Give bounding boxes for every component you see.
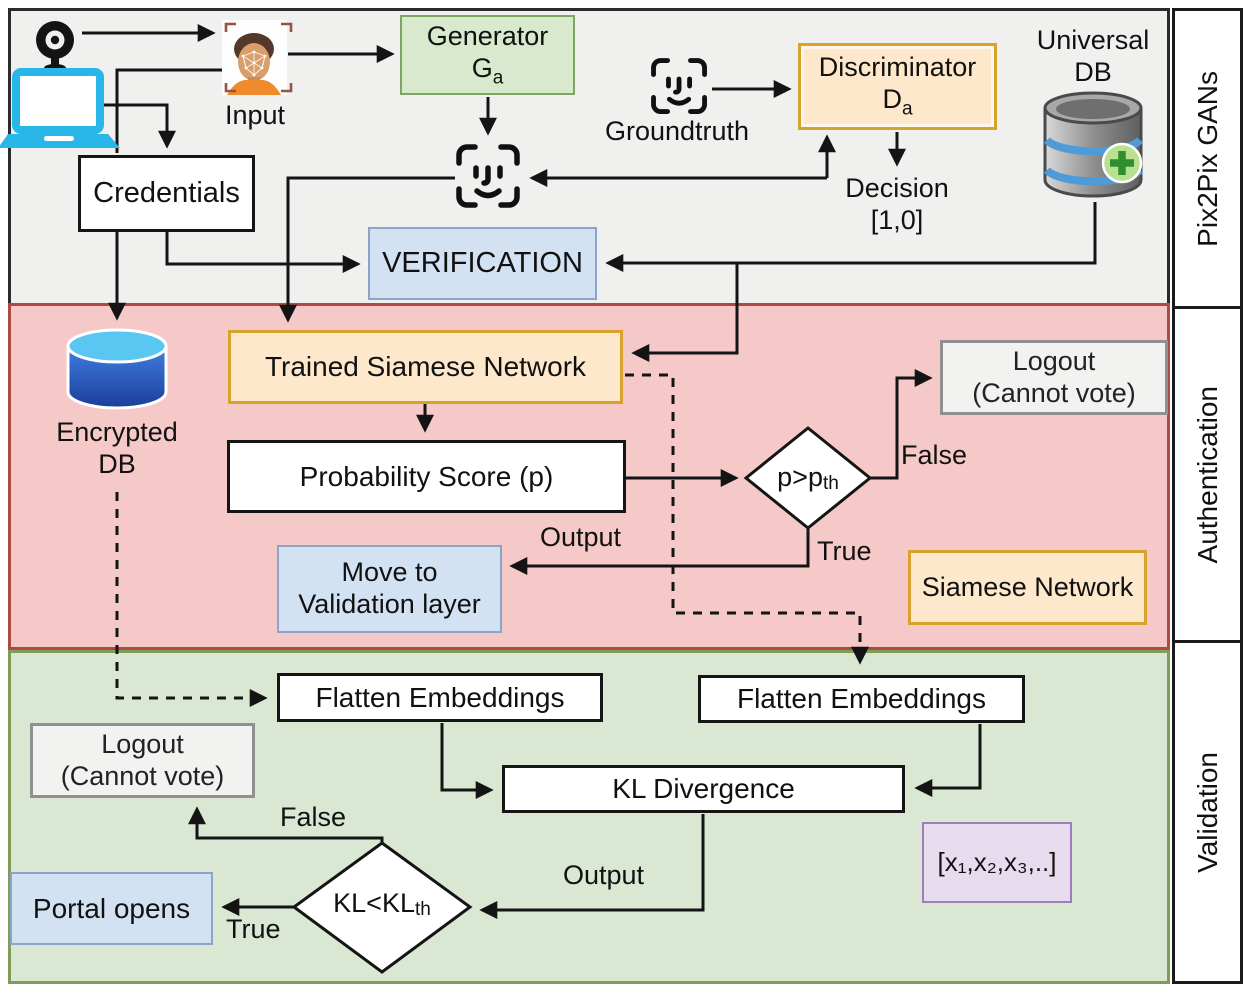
- input-face-image: [222, 20, 293, 95]
- validation-logout-node: Logout(Cannot vote): [30, 723, 255, 798]
- validation-output-label: Output: [563, 860, 645, 890]
- wire-p-diamond-true-to-mtv: [509, 528, 810, 575]
- wire-kl-diamond-false-to-logout: [188, 806, 384, 843]
- legend-validation: Validation: [1172, 640, 1243, 984]
- wire-encrypteddb-dashed-to-fe-left: [115, 492, 268, 707]
- discriminator-node: Discriminator Da: [798, 43, 997, 130]
- embedding-vector-node: [x₁,x₂,x₃,..]: [922, 822, 1072, 903]
- flatten-embeddings-left-node: Flatten Embeddings: [277, 673, 603, 722]
- verification-node: VERIFICATION: [368, 227, 597, 300]
- kl-divergence-node: KL Divergence: [502, 765, 905, 813]
- generator-title: Generator: [426, 20, 549, 51]
- trained-siamese-network-node: Trained Siamese Network: [228, 330, 623, 404]
- discriminator-symbol: Da: [882, 84, 913, 120]
- generator-symbol: Ga: [471, 52, 504, 88]
- groundtruth-label: Groundtruth: [604, 116, 750, 146]
- add-plus-icon: [1101, 142, 1143, 184]
- legend-authentication: Authentication: [1172, 306, 1243, 643]
- auth-true-label: True: [817, 536, 872, 566]
- kl-threshold-diamond: [291, 841, 473, 974]
- validation-true-label: True: [226, 914, 281, 944]
- laptop-icon: [0, 68, 120, 148]
- wire-universaldb-to-verification: [605, 202, 1097, 272]
- validation-false-label: False: [280, 802, 347, 832]
- siamese-network-tag: Siamese Network: [908, 550, 1147, 625]
- flatten-embeddings-right-node: Flatten Embeddings: [698, 675, 1025, 723]
- wire-p-diamond-false-to-logout: [870, 369, 933, 480]
- input-label: Input: [224, 100, 286, 130]
- decision-label: Decision[1,0]: [845, 173, 949, 236]
- auth-false-label: False: [901, 440, 968, 470]
- groundtruth-face-icon: [651, 58, 707, 114]
- auth-logout-node: Logout(Cannot vote): [940, 340, 1168, 415]
- universal-db-icon: [1043, 91, 1144, 198]
- webcam-icon: [36, 21, 74, 72]
- wire-laptop-to-credentials: [100, 103, 176, 149]
- discriminator-title: Discriminator: [818, 52, 977, 83]
- auth-output-label: Output: [540, 522, 622, 552]
- probability-score-node: Probability Score (p): [227, 440, 626, 513]
- wire-fe-right-to-kl: [914, 724, 982, 797]
- credentials-node: Credentials: [78, 155, 255, 232]
- p-threshold-diamond: [743, 426, 873, 530]
- wire-input-to-credentials: [115, 68, 222, 153]
- wire-tsn-dashed-to-fe-right: [625, 373, 869, 665]
- generated-face-icon: [456, 144, 520, 208]
- generator-node: Generator Ga: [400, 15, 575, 95]
- wire-universaldb-to-tsn: [631, 263, 739, 362]
- wire-generated-face-to-tsn: [279, 176, 455, 323]
- wire-fe-left-to-kl: [440, 723, 494, 799]
- wire-credentials-to-verification: [165, 232, 361, 273]
- portal-opens-node: Portal opens: [10, 872, 213, 945]
- wire-kl-output-to-kl-diamond: [479, 814, 705, 919]
- encrypted-db-icon: [66, 328, 168, 410]
